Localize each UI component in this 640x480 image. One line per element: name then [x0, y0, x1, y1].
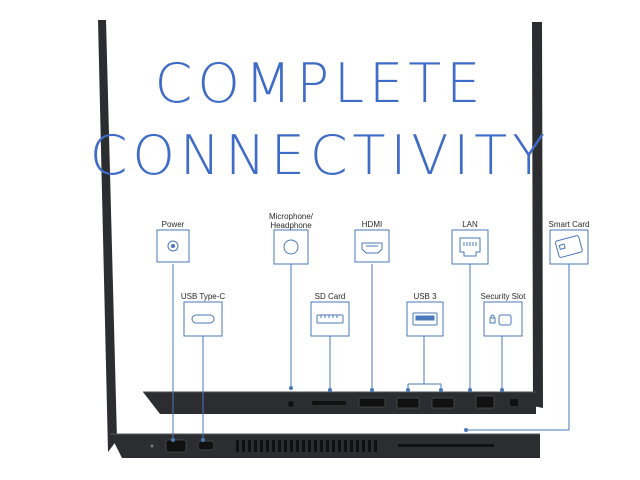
sd-slot — [312, 401, 346, 405]
smart-card-slot — [398, 444, 494, 447]
label-microphone-line1: Microphone/ — [268, 212, 314, 221]
power-jack-icon — [167, 240, 179, 252]
label-hdmi: HDMI — [361, 220, 383, 229]
vent-grille — [236, 440, 377, 452]
smartcard-icon-box — [549, 229, 589, 265]
usb3-port-1 — [396, 397, 420, 409]
power-led — [150, 444, 154, 448]
label-smart-card: Smart Card — [548, 220, 590, 229]
hdmi-icon — [361, 242, 383, 254]
label-usb-type-c: USB Type-C — [180, 292, 226, 301]
front-laptop-body — [110, 434, 540, 458]
headline-line-2: CONNECTIVITY — [89, 124, 551, 187]
usb3-port-2 — [431, 397, 455, 409]
power-port — [165, 439, 187, 453]
mic-jack — [288, 401, 294, 407]
label-security-slot: Security Slot — [480, 292, 526, 301]
mic-icon-box — [273, 229, 309, 265]
usbc-icon-box — [183, 301, 223, 337]
smart-card-icon — [555, 235, 583, 258]
label-usb-3: USB 3 — [413, 292, 437, 301]
usb-3-icon — [412, 312, 438, 326]
screen-bezel-left — [98, 20, 117, 452]
label-lan: LAN — [462, 220, 478, 229]
usb-c-icon — [191, 314, 215, 324]
label-sd-card: SD Card — [314, 292, 346, 301]
label-microphone-line2: Headphone — [270, 221, 312, 230]
screen-bezel-right — [532, 22, 543, 408]
security-lock-icon — [489, 314, 512, 326]
usbc-port — [197, 440, 215, 451]
label-power: Power — [161, 220, 185, 229]
sd-card-icon — [316, 314, 344, 324]
hdmi-port — [358, 397, 386, 408]
lan-icon — [459, 237, 481, 257]
lan-port — [475, 395, 495, 409]
headphone-jack-icon — [283, 239, 299, 255]
security-port — [510, 399, 518, 406]
headline-line-1: COMPLETE — [154, 52, 486, 115]
lan-icon-box — [451, 229, 489, 265]
